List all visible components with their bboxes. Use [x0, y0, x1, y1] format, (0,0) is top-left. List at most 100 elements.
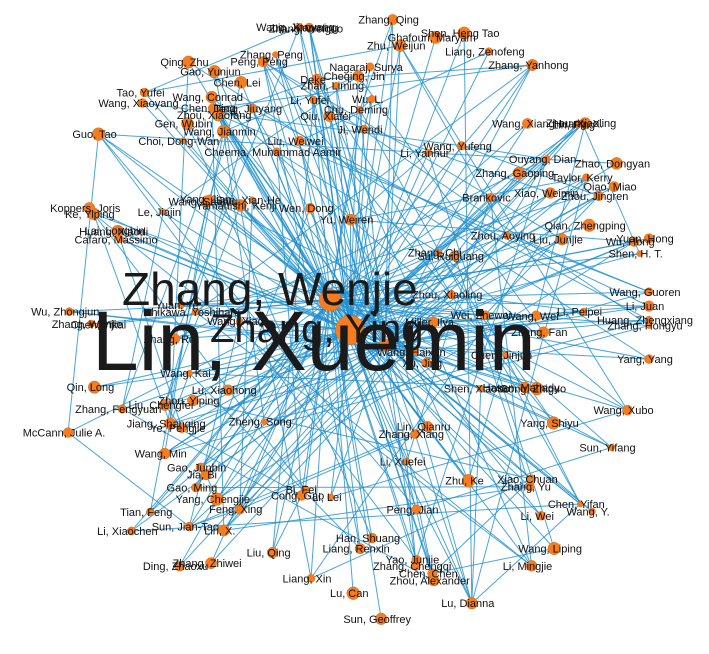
author-node[interactable]	[96, 318, 108, 331]
author-node[interactable]	[139, 87, 150, 98]
author-node[interactable]	[526, 59, 539, 71]
author-node[interactable]	[429, 30, 443, 44]
author-node[interactable]	[446, 289, 456, 300]
author-node[interactable]	[593, 190, 604, 202]
author-node[interactable]	[266, 546, 279, 559]
author-node[interactable]	[205, 90, 218, 104]
author-node[interactable]	[643, 233, 655, 244]
author-node[interactable]	[644, 354, 654, 364]
author-node[interactable]	[622, 404, 633, 416]
author-node[interactable]	[411, 504, 422, 515]
author-node[interactable]	[159, 208, 167, 216]
author-node[interactable]	[332, 81, 340, 90]
author-node[interactable]	[502, 351, 509, 359]
author-node[interactable]	[182, 55, 195, 69]
author-node[interactable]	[272, 147, 282, 157]
author-node[interactable]	[461, 474, 476, 488]
author-node[interactable]	[608, 181, 620, 193]
author-node[interactable]	[547, 542, 561, 555]
author-node[interactable]	[410, 429, 421, 439]
author-node[interactable]	[393, 39, 407, 52]
author-node[interactable]	[427, 568, 438, 579]
author-node[interactable]	[582, 173, 590, 182]
author-node[interactable]	[577, 500, 584, 508]
author-node[interactable]	[169, 333, 181, 345]
author-node[interactable]	[588, 507, 596, 516]
author-node[interactable]	[205, 557, 217, 569]
author-node[interactable]	[235, 317, 244, 325]
author-node[interactable]	[484, 47, 494, 56]
author-node[interactable]	[544, 187, 556, 199]
author-node[interactable]	[346, 586, 360, 600]
author-node[interactable]	[629, 236, 640, 247]
author-node[interactable]	[249, 196, 256, 204]
author-node[interactable]	[217, 124, 231, 138]
author-node[interactable]	[207, 103, 217, 113]
author-node[interactable]	[526, 474, 537, 484]
author-node[interactable]	[117, 404, 127, 414]
author-node[interactable]	[87, 319, 96, 329]
author-node[interactable]	[222, 384, 234, 396]
author-node[interactable]	[365, 62, 375, 72]
author-node[interactable]	[260, 418, 268, 425]
author-node[interactable]	[367, 95, 376, 103]
author-node[interactable]	[62, 427, 74, 438]
author-node[interactable]	[323, 110, 336, 122]
author-node[interactable]	[636, 250, 643, 257]
author-node[interactable]	[525, 560, 538, 572]
author-node[interactable]	[234, 504, 245, 515]
author-node[interactable]	[210, 492, 224, 506]
author-node[interactable]	[137, 98, 148, 108]
author-node[interactable]	[83, 202, 96, 214]
author-node[interactable]	[296, 490, 307, 501]
author-node[interactable]	[204, 194, 215, 204]
author-node[interactable]	[146, 507, 155, 517]
author-node[interactable]	[485, 193, 495, 203]
author-node[interactable]	[411, 561, 421, 571]
author-node[interactable]	[304, 22, 314, 33]
author-node[interactable]	[309, 95, 318, 105]
author-node[interactable]	[546, 416, 561, 430]
author-node[interactable]	[352, 70, 364, 82]
author-node[interactable]	[542, 155, 551, 163]
author-node[interactable]	[643, 300, 655, 312]
author-node[interactable]	[164, 417, 177, 430]
author-node[interactable]	[356, 106, 364, 114]
author-node[interactable]	[465, 597, 478, 610]
author-node[interactable]	[208, 65, 221, 78]
author-node[interactable]	[644, 287, 654, 297]
author-node[interactable]	[187, 394, 199, 407]
author-node[interactable]	[159, 447, 171, 460]
author-node[interactable]	[411, 348, 419, 356]
author-node[interactable]	[457, 26, 471, 40]
author-node[interactable]	[234, 76, 248, 89]
author-node[interactable]	[519, 381, 531, 394]
author-node[interactable]	[428, 316, 440, 328]
author-node[interactable]	[422, 421, 434, 433]
author-node[interactable]	[530, 310, 542, 321]
author-node[interactable]	[375, 612, 388, 625]
author-node[interactable]	[91, 127, 106, 141]
author-node[interactable]	[608, 444, 615, 451]
author-node[interactable]	[127, 526, 136, 536]
author-node[interactable]	[477, 384, 485, 393]
author-node[interactable]	[421, 357, 432, 368]
author-node[interactable]	[305, 203, 316, 214]
hub-node-primary[interactable]	[335, 315, 365, 345]
author-node[interactable]	[503, 231, 511, 240]
author-node[interactable]	[512, 166, 526, 180]
author-node[interactable]	[191, 482, 201, 493]
author-node[interactable]	[579, 307, 588, 316]
hub-node-tertiary[interactable]	[378, 338, 392, 352]
author-node[interactable]	[573, 120, 582, 129]
author-node[interactable]	[610, 157, 623, 170]
author-node[interactable]	[457, 141, 467, 151]
author-node[interactable]	[115, 226, 123, 234]
author-node[interactable]	[272, 51, 279, 58]
author-node[interactable]	[435, 249, 443, 257]
author-node[interactable]	[87, 380, 101, 394]
hub-node-secondary[interactable]	[318, 288, 342, 312]
author-node[interactable]	[582, 218, 596, 232]
author-node[interactable]	[536, 511, 546, 521]
author-node[interactable]	[306, 574, 316, 583]
